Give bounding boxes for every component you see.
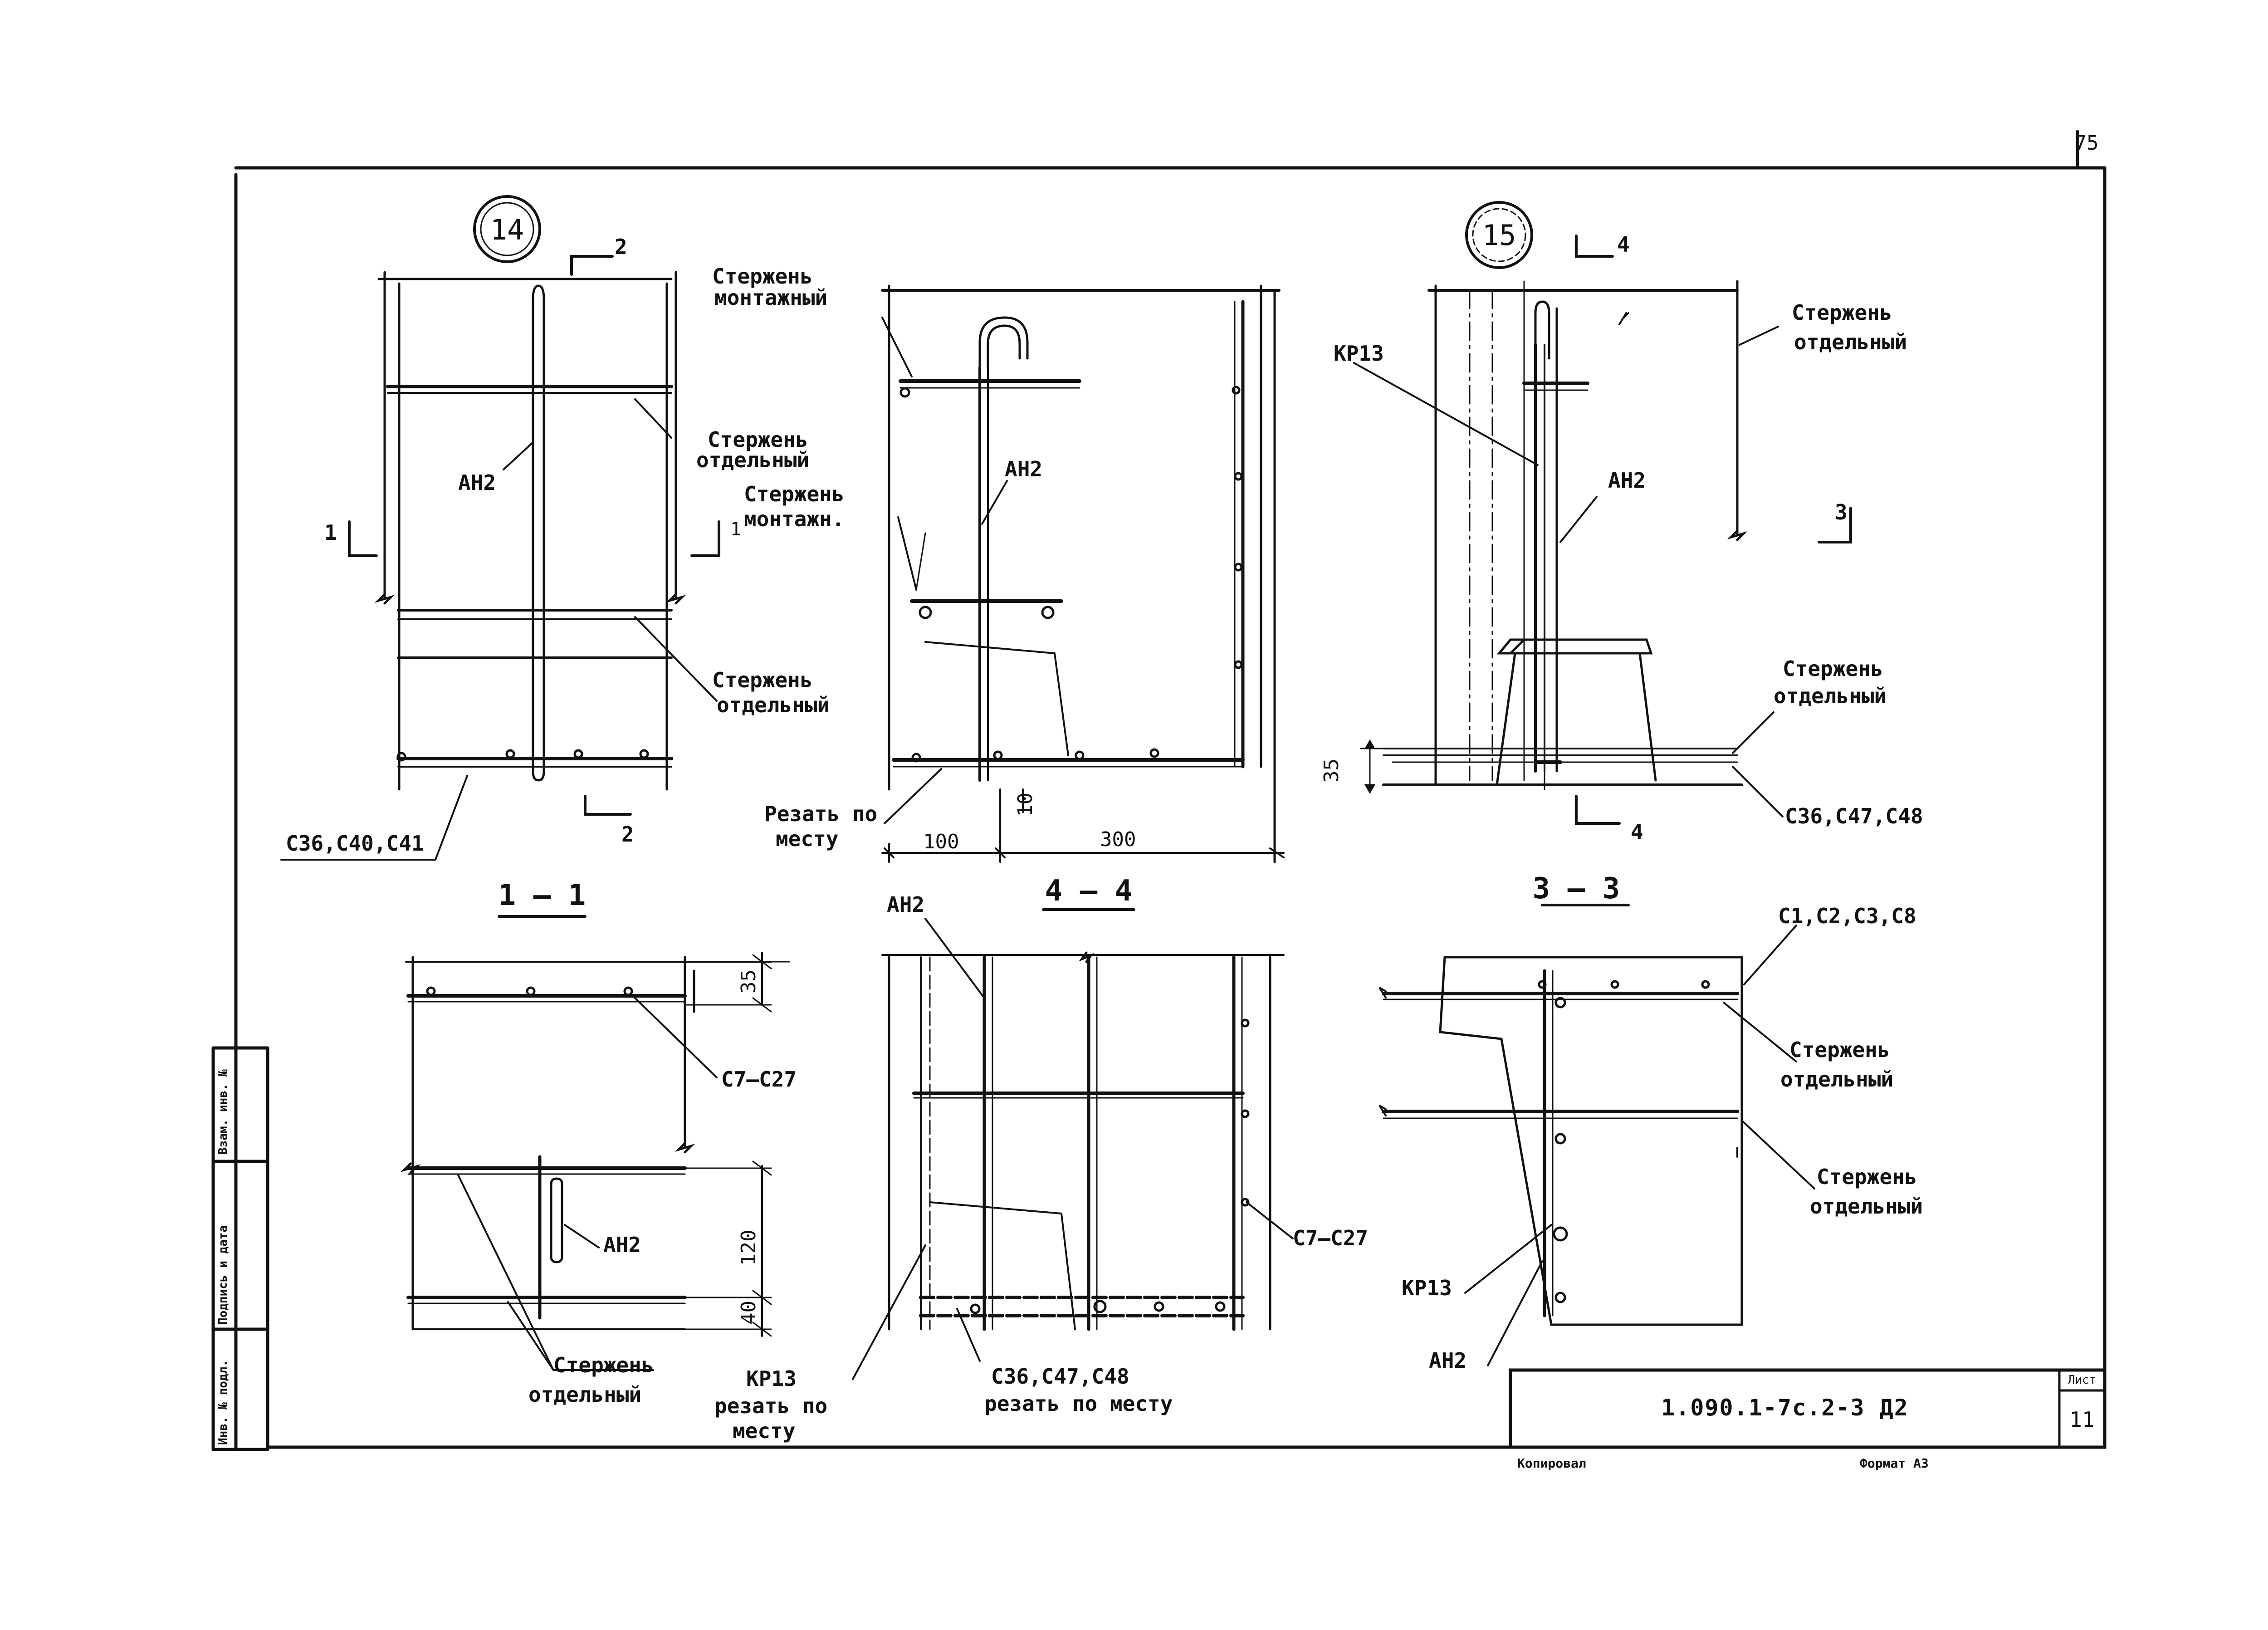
vtop-label-cut-line1: Резать по (764, 802, 877, 826)
s11-label-c: С7–С27 (721, 1067, 797, 1092)
title-block-format: Формат А3 (1860, 1456, 1929, 1471)
s44-label-kp13-line3: месту (733, 1419, 795, 1443)
s11-dim-35: 35 (737, 969, 760, 994)
s11-dim-40: 40 (737, 1301, 760, 1325)
s33-label-rod-1-line1: Стержень (1789, 1038, 1890, 1062)
vtop-label-mont-2-line1: Стержень (744, 482, 845, 506)
s33-title: 3 – 3 (1533, 872, 1620, 906)
vtop-label-mont-1-line2: монтажный (714, 285, 827, 310)
side-stamp-col1: Инв. № подл. (216, 1360, 230, 1445)
s33-label-an2: АН2 (1429, 1348, 1466, 1373)
v15-dim-35: 35 (1320, 759, 1343, 783)
section-3-3-drawing (1378, 904, 1815, 1366)
v14-label-an2: АН2 (458, 470, 496, 495)
side-stamp-col3: Взам. инв. № (216, 1069, 230, 1155)
s11-label-rod-line2: отдельный (528, 1382, 641, 1407)
v15-label-rod-sep-2-line2: отдельный (1774, 684, 1887, 708)
vtop-dim-10: 10 (1014, 793, 1037, 817)
s44-label-kp13-line1: КР13 (746, 1366, 797, 1391)
section-1-1-drawing (400, 915, 790, 1371)
v14-cut-1-left: 1 (324, 520, 337, 545)
title-block-copied: Копировал (1517, 1456, 1586, 1471)
view-14-drawing (280, 195, 720, 861)
view-15-drawing (1353, 201, 1852, 825)
v14-cut-2-top: 2 (615, 235, 627, 259)
s33-label-rod-2-line1: Стержень (1817, 1165, 1917, 1189)
side-stamp-col2: Подпись и дата (216, 1225, 230, 1325)
v14-label-rod-sep-2-line2: отдельный (717, 693, 830, 717)
title-block-code: 1.090.1-7с.2-3 Д2 (1661, 1395, 1909, 1421)
v15-label-c: С36,С47,С48 (1785, 804, 1923, 828)
s11-dim-120: 120 (737, 1230, 760, 1266)
s11-label-an2: АН2 (603, 1233, 641, 1257)
v15-label-rod-sep-2-line1: Стержень (1783, 656, 1883, 681)
v14-cut-2-bottom: 2 (621, 822, 634, 847)
v15-label-an2: АН2 (1608, 468, 1646, 493)
s11-title: 1 – 1 (499, 879, 586, 912)
vtop-label-cut-line2: месту (776, 827, 838, 851)
s33-label-rod-1-line2: отдельный (1780, 1067, 1893, 1092)
v14-marker: 14 (490, 213, 524, 246)
view-rod-layout-drawing (881, 284, 1285, 863)
s44-label-kp13-line2: резать по (714, 1394, 827, 1418)
v14-label-rod-sep-2-line1: Стержень (712, 668, 813, 692)
vtop-label-mont-1-line1: Стержень (712, 264, 813, 289)
vtop-dim-100: 100 (923, 830, 959, 853)
title-block (1509, 1368, 2107, 1449)
s44-title: 4 – 4 (1045, 874, 1133, 908)
s33-label-c: С1,С2,С3,С8 (1778, 904, 1916, 928)
v14-label-c: С36,С40,С41 (286, 831, 424, 856)
section-4-4-drawing (852, 908, 1294, 1380)
title-block-sheet-number: 11 (2069, 1407, 2094, 1432)
v15-marker: 15 (1482, 219, 1516, 252)
vtop-label-an2: АН2 (1005, 457, 1042, 481)
s44-label-an2: АН2 (887, 892, 924, 917)
s33-label-rod-2-line2: отдельный (1810, 1194, 1923, 1219)
sheet-frame (211, 130, 2107, 1451)
v15-label-rod-sep-1-line2: отдельный (1794, 330, 1907, 354)
s44-label-cc-line2: резать по месту (984, 1391, 1173, 1416)
v15-cut-4-bottom: 4 (1631, 820, 1643, 844)
s44-label-cc-line1: С36,С47,С48 (991, 1364, 1129, 1389)
s33-label-kp13: КР13 (1402, 1276, 1452, 1300)
v15-label-kp13: КР13 (1334, 341, 1384, 366)
v15-cut-4-top: 4 (1617, 232, 1630, 257)
s11-label-rod-line1: Стержень (553, 1353, 654, 1377)
v14-label-rod-sep-1-line2: отдельный (696, 448, 809, 472)
v14-cut-1-right: 1 (730, 519, 741, 540)
vtop-label-mont-2-line2: монтажн. (744, 507, 845, 531)
title-block-sheet-label: Лист (2068, 1373, 2097, 1387)
page-number: 75 (2075, 132, 2099, 155)
vtop-dim-300: 300 (1100, 828, 1136, 851)
v15-label-rod-sep-1-line1: Стержень (1792, 300, 1892, 325)
s44-label-c: С7–С27 (1293, 1226, 1368, 1250)
v15-cut-3: 3 (1835, 500, 1848, 524)
v14-label-rod-sep-1-line1: Стержень (708, 427, 808, 452)
